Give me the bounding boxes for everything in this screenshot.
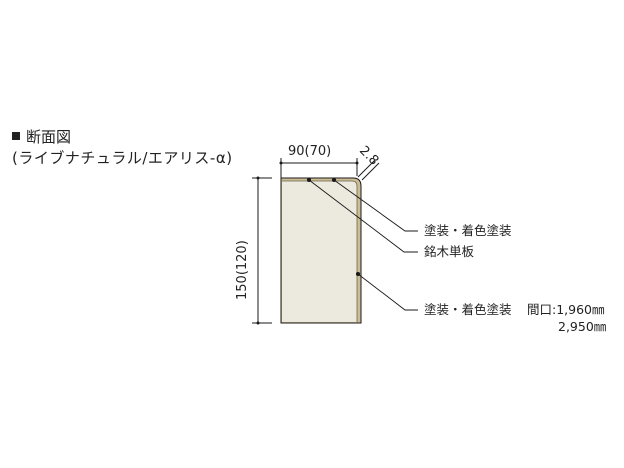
callout-veneer: 銘木単板 — [424, 244, 475, 259]
opening-value-2: 2,950㎜ — [558, 319, 607, 334]
width-dimension-line — [279, 158, 359, 178]
opening-label: 間口: — [527, 302, 557, 317]
panel-cross-section — [280, 177, 362, 324]
width-dimension-label: 90(70) — [288, 144, 332, 159]
thickness-dimension-line — [357, 159, 380, 181]
square-bullet-icon — [12, 132, 20, 140]
callout-top-finish: 塗装・着色塗装 — [424, 223, 512, 238]
diagram-subtitle: (ライブナチュラル/エアリス-α) — [12, 149, 233, 167]
title-heading: 断面図 — [26, 128, 72, 146]
height-dimension-line — [252, 176, 272, 325]
opening-value-1: 1,960㎜ — [556, 302, 605, 317]
height-dimension-label: 150(120) — [235, 240, 250, 300]
callout-edge-finish: 塗装・着色塗装 — [424, 302, 512, 317]
opening-spec-1: 間口:1,960㎜ — [527, 303, 605, 317]
leader-lines — [306, 177, 418, 311]
diagram-title: 断面図 — [12, 128, 71, 146]
